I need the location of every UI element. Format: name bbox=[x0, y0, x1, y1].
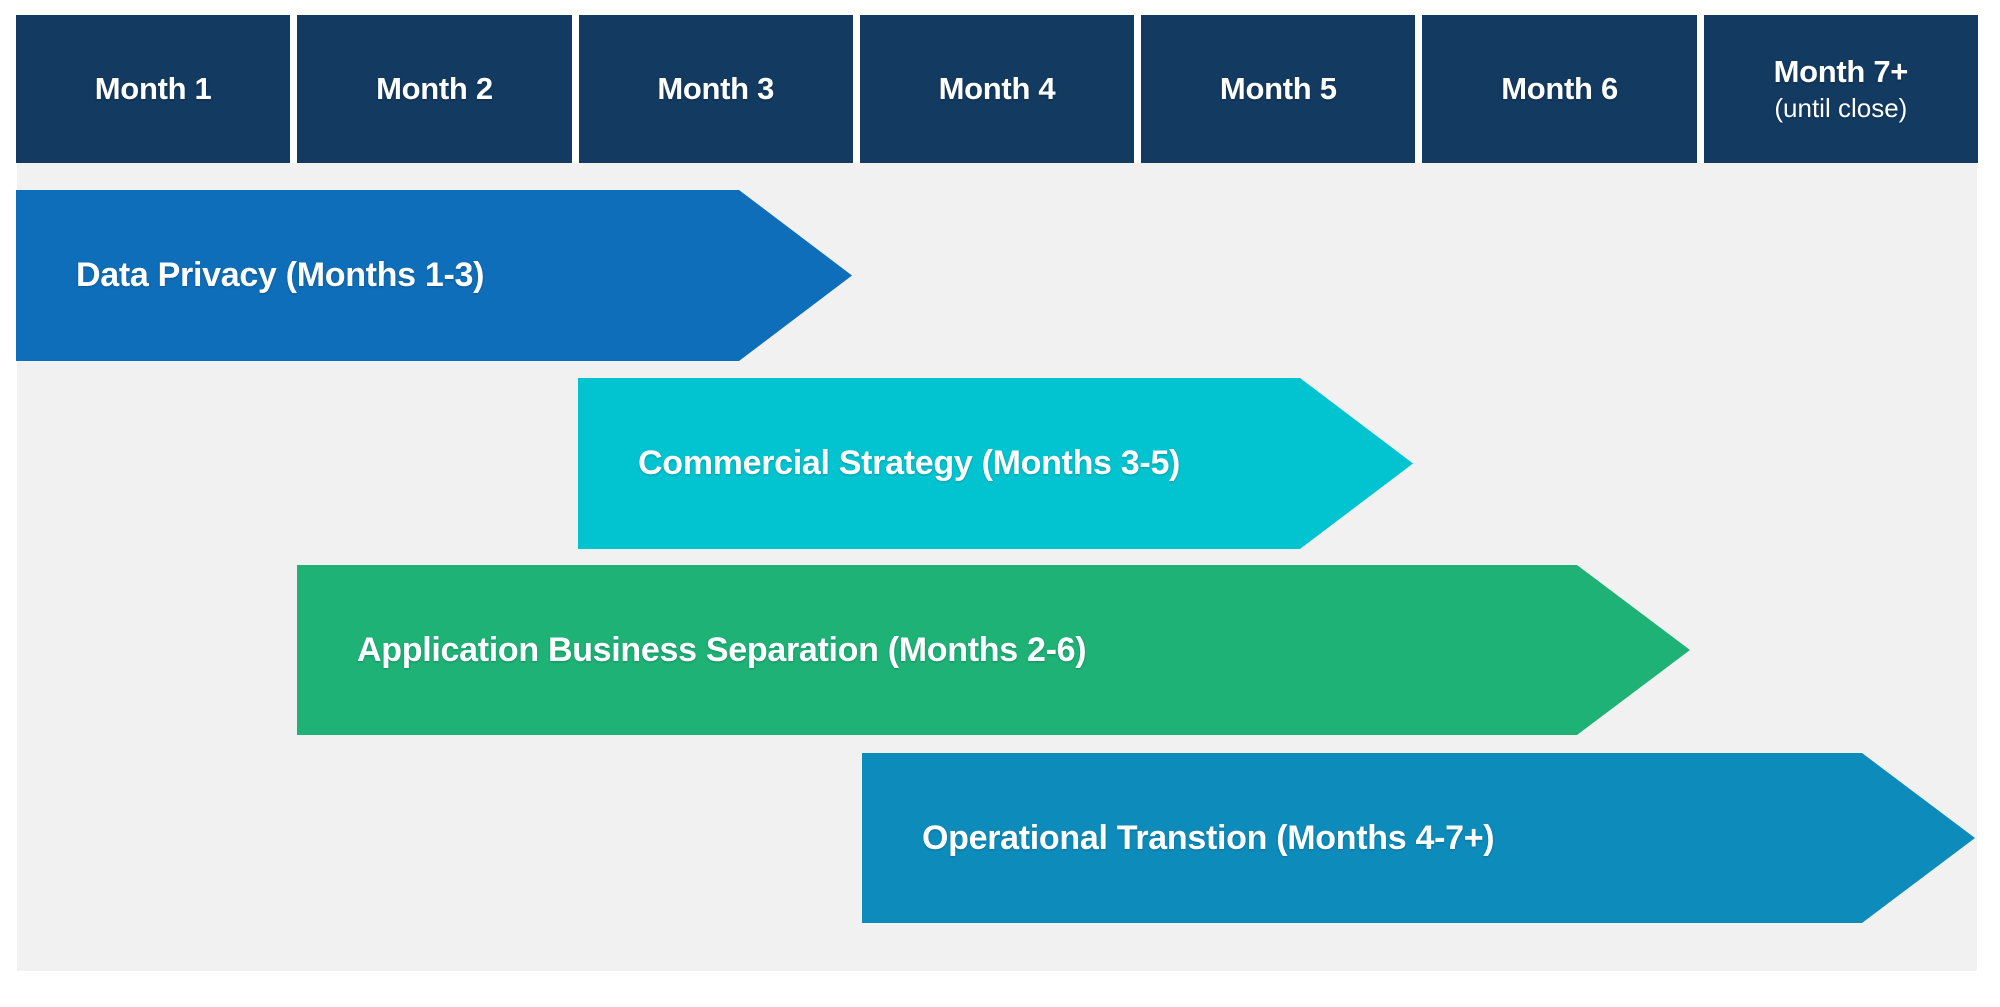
month-label: Month 7+ bbox=[1773, 54, 1909, 89]
month-header-3: Month 3 bbox=[578, 15, 853, 163]
month-label: Month 5 bbox=[1219, 71, 1337, 106]
bar-application-business-separation: Application Business Separation (Months … bbox=[297, 565, 1690, 735]
bar-label: Data Privacy (Months 1-3) bbox=[76, 256, 485, 294]
month-label: Month 1 bbox=[94, 71, 212, 106]
bar-commercial-strategy: Commercial Strategy (Months 3-5) bbox=[578, 378, 1413, 549]
month-header-row: Month 1 Month 2 Month 3 Month 4 Month 5 … bbox=[16, 15, 1978, 163]
month-sublabel: (until close) bbox=[1774, 93, 1908, 123]
bar-data-privacy: Data Privacy (Months 1-3) bbox=[16, 190, 852, 361]
month-label: Month 4 bbox=[938, 71, 1056, 106]
bar-label: Application Business Separation (Months … bbox=[357, 630, 1087, 669]
bar-operational-transition: Operational Transtion (Months 4-7+) bbox=[862, 753, 1975, 923]
month-label: Month 6 bbox=[1501, 71, 1618, 106]
month-header-2: Month 2 bbox=[297, 15, 572, 163]
month-header-7: Month 7+ (until close) bbox=[1703, 15, 1978, 163]
month-label: Month 3 bbox=[657, 71, 775, 106]
month-header-1: Month 1 bbox=[16, 15, 291, 163]
bar-label: Operational Transtion (Months 4-7+) bbox=[922, 818, 1495, 857]
month-header-4: Month 4 bbox=[859, 15, 1135, 163]
month-label: Month 2 bbox=[376, 71, 493, 106]
month-header-6: Month 6 bbox=[1422, 15, 1697, 163]
bar-label: Commercial Strategy (Months 3-5) bbox=[638, 444, 1181, 482]
month-header-5: Month 5 bbox=[1141, 15, 1416, 163]
